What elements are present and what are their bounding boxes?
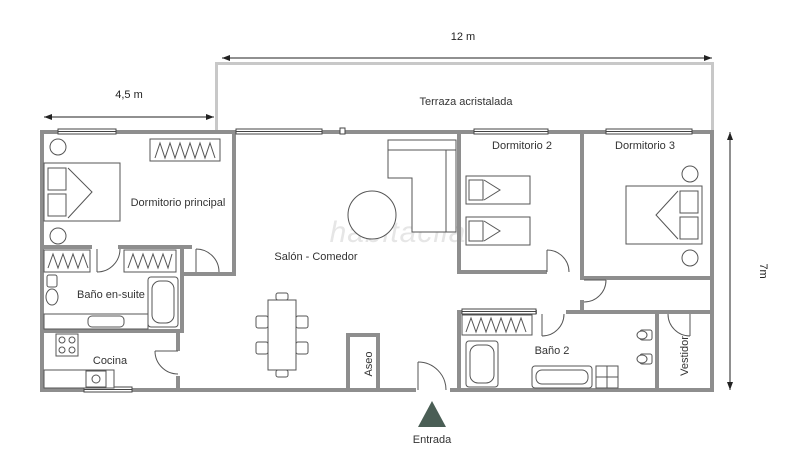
principal-width-label: 4,5 m (115, 89, 143, 101)
principal-bedroom-furniture (43, 138, 221, 245)
chair-icon (275, 292, 289, 301)
principal-bedroom-label: Dormitorio principal (131, 197, 226, 209)
bedroom-3-label: Dormitorio 3 (615, 140, 675, 152)
nightstand-lamp-icon (681, 249, 699, 267)
kitchen-fixtures (43, 333, 115, 389)
entrance-arrow-icon (418, 401, 446, 427)
chair-icon (255, 341, 269, 355)
terrace (215, 62, 714, 130)
coffee-table-icon (347, 190, 397, 240)
entrance-label: Entrada (413, 434, 452, 446)
toilet-label: Aseo (363, 351, 375, 376)
living-dining-label: Salón - Comedor (274, 251, 357, 263)
nightstand-lamp-icon (49, 227, 67, 245)
chair-icon (275, 369, 289, 378)
bedroom-2-label: Dormitorio 2 (492, 140, 552, 152)
kitchen-label: Cocina (93, 355, 128, 367)
total-width-label: 12 m (451, 31, 475, 43)
stove-icon (55, 333, 79, 357)
bath-2-label: Baño 2 (535, 345, 570, 357)
bath-2-wardrobe (461, 314, 533, 336)
dressing-room-label: Vestidor (679, 336, 691, 376)
living-furniture (255, 139, 457, 378)
nightstand-lamp-icon (681, 165, 699, 183)
doors (96, 248, 691, 391)
wardrobe (149, 138, 221, 162)
dimension-principal-width: 4,5 m (44, 89, 214, 120)
dimension-depth: 7m (727, 132, 769, 390)
ensuite-bath-label: Baño en-suite (77, 289, 145, 301)
depth-label: 7m (757, 263, 769, 278)
terrace-label: Terraza acristalada (420, 96, 514, 108)
dimension-total-width: 12 m (222, 31, 712, 61)
nightstand-lamp-icon (49, 138, 67, 156)
bedroom-3-furniture (625, 165, 703, 267)
toilet-icon (46, 274, 58, 288)
windows (57, 127, 693, 393)
chair-icon (295, 315, 309, 329)
chair-icon (295, 341, 309, 355)
entrance-marker: Entrada (413, 401, 452, 446)
bath-2-fixtures (461, 314, 653, 389)
dining-table-icon (267, 299, 297, 371)
chair-icon (255, 315, 269, 329)
ensuite-fixtures (43, 249, 179, 330)
room-labels: Terraza acristalada Dormitorio principal… (77, 96, 691, 377)
bedroom-2-furniture (465, 175, 531, 246)
